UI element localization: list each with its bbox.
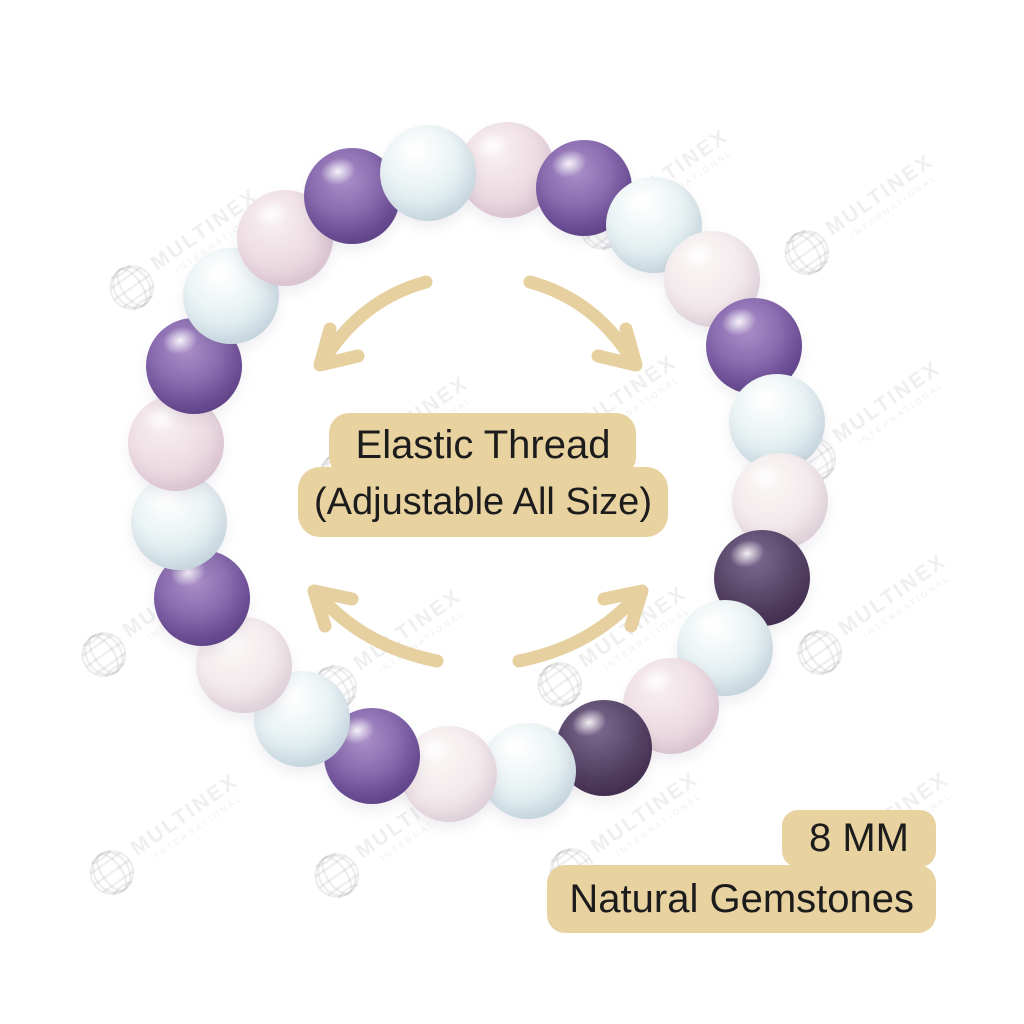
bead-opalite [380,125,476,222]
elastic-thread-label: Elastic Thread [329,413,637,477]
adjustable-size-label: (Adjustable All Size) [298,467,668,537]
size-label: 8 MM Natural Gemstones [547,810,936,933]
natural-gemstones-label: Natural Gemstones [547,865,936,933]
bead-size-label: 8 MM [782,810,936,867]
center-label: Elastic Thread (Adjustable All Size) [298,413,668,537]
